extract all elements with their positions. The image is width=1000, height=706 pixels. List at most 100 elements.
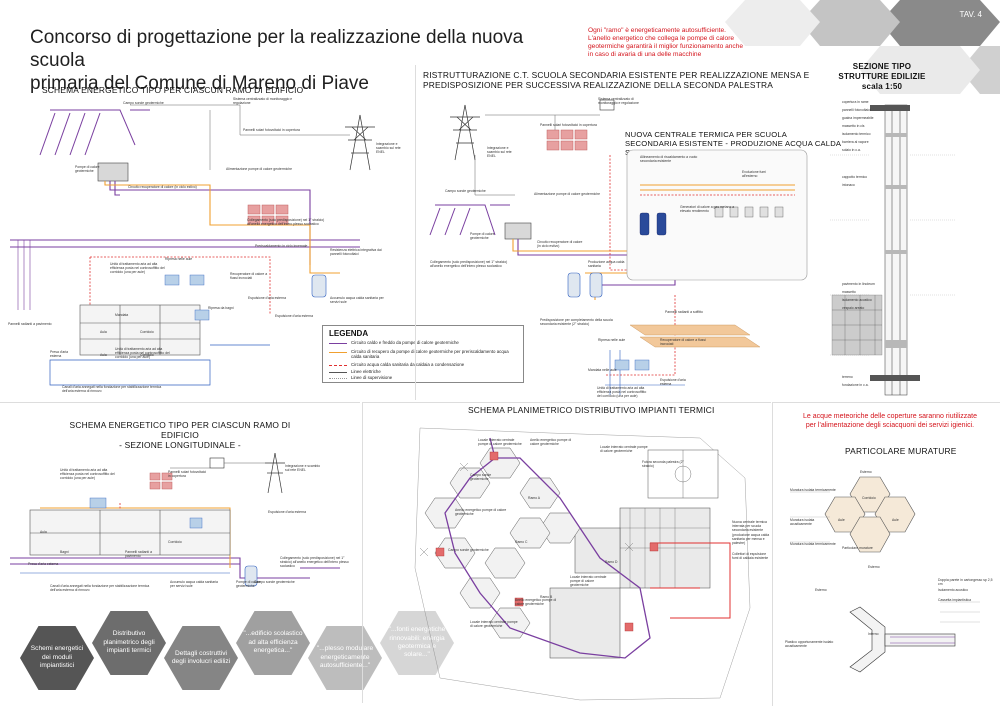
label-ripresa-aule-2: Ripresa nelle aule <box>598 338 626 342</box>
legend-label: Linee di supervisione <box>351 375 393 380</box>
label-aule-1: Aule <box>838 518 845 522</box>
label-cassetta: Cassetta impiantistica <box>938 598 971 602</box>
masonry-hex-detail <box>790 476 980 673</box>
label-espulsione-2: Espulsione d'aria esterna <box>275 314 313 318</box>
section-label: massetto in cls <box>842 124 865 128</box>
note-line: Ogni "ramo" è energeticamente autosuffic… <box>588 27 726 34</box>
label-muratura-1: Muratura isolata termicamente <box>790 488 836 492</box>
label-locale-interrato-3: Locale interrato centrale pompe di calor… <box>470 620 518 629</box>
note-line: geotermiche garantirà il miglior funzion… <box>588 43 744 50</box>
label-particolare-murature: Particolare murature <box>842 546 873 550</box>
rainwater-note: Le acque meteoriche delle coperture sara… <box>785 412 995 430</box>
label-unita-trattamento-2: Unità di trattamento aria ad alta effici… <box>115 347 170 360</box>
label-campo-sonde-2: Campo sonde geotermiche <box>445 189 486 193</box>
title-line-2: primaria del Comune di Mareno di Piave <box>30 73 369 94</box>
label-unita-trattamento-4: Unità di trattamento aria ad alta effici… <box>60 468 115 481</box>
label-doppia-parete: Doppia parete in cartongesso sp 2,5 cm <box>938 578 993 587</box>
label-produzione-acqua: Produzione acqua calda sanitaria <box>588 260 625 269</box>
section-heading-sezione-longitudinale: SCHEMA ENERGETICO TIPO PER CIASCUN RAMO … <box>50 420 310 450</box>
power-pylon-icon <box>265 452 285 494</box>
heading-line: SECONDARIA ESISTENTE - PRODUZIONE ACQUA … <box>625 139 842 148</box>
label-futura-palestra: Futura seconda palestra (2° stralcio) <box>642 460 684 469</box>
section-heading-ristrutturazione-1: RISTRUTTURAZIONE C.T. SCUOLA SECONDARIA … <box>423 70 810 80</box>
legend-row: Circuito caldo e freddo da pompe di calo… <box>329 340 519 348</box>
label-plastico: Plastico opportunamente isolato acustica… <box>785 640 834 649</box>
label-accumulo: Accumulo acqua calda sanitaria per servi… <box>330 296 384 305</box>
heading-line: SEZIONE TIPO <box>852 62 912 71</box>
label-pompa-calore: Pompe di calore geotermiche <box>75 165 100 174</box>
label-campo-sonde: Campo sonde geotermiche <box>123 101 164 105</box>
label-integrazione-enel-3: Integrazione e scambio sul rete ENEL <box>285 464 321 473</box>
label-ramo-a: Ramo A <box>528 496 541 500</box>
hex-tile-text: "...plesso modulare energeticamente auto… <box>316 645 374 670</box>
monitor-icon <box>209 457 225 469</box>
label-esterno: Esterno <box>860 470 872 474</box>
hex-tile-text: Schemi energetici dei moduli impiantisti… <box>30 645 84 670</box>
label-pannelli-radianti-2: Pannelli radianti a pavimento <box>125 550 152 559</box>
label-corridoio-m: Corridoio <box>862 496 876 500</box>
heading-line: scala 1:50 <box>861 82 903 91</box>
label-recuperatore: Recuperatore di calore a flussi incrocia… <box>230 272 268 281</box>
label-aula-3: Aula <box>40 530 47 534</box>
label-esterno-3: Esterno <box>815 588 827 592</box>
ristrutturazione-panel <box>415 65 816 400</box>
label-circuito-recuperatore-2: Circuito recuperatore di calore (in cicl… <box>537 240 583 249</box>
section-label: massetto <box>842 290 856 294</box>
section-label: intonaco <box>842 183 855 187</box>
label-espulsione-3: Espulsione d'aria esterna <box>660 378 686 387</box>
label-interno: Interno <box>868 632 879 636</box>
label-pannelli-soffitto: Pannelli radianti a soffitto <box>665 310 703 314</box>
label-ripresa-bagni: Ripresa da bagni <box>208 306 234 310</box>
label-ripresa-aule: Ripresa nelle aule <box>165 257 193 261</box>
label-alimentazione-pompe-2: Alimentazione pompe di calore geotermich… <box>534 192 600 196</box>
label-locale-interrato-2: Locale interrato centrale pompe di calor… <box>600 445 648 454</box>
note-line: per l'alimentazione degli sciacquoni dei… <box>805 422 975 429</box>
hot-water-tank <box>244 565 258 587</box>
geothermal-probe-field <box>39 109 150 156</box>
label-collegamento-2: Collegamento (solo predisposizione) nel … <box>430 260 508 269</box>
label-canali-aria-2: Canali d'aria annegati nella fondazione … <box>50 584 150 593</box>
label-pannelli-radianti: Pannelli radianti a pavimento <box>8 322 52 326</box>
school-building-section <box>79 304 201 356</box>
boiler-room-diagram <box>429 99 808 395</box>
label-aula: Aula <box>100 330 107 334</box>
label-campo-sonde-5: Campo sonde geotermiche <box>448 548 489 552</box>
label-collegamento: Collegamento (solo predisposizione) nel … <box>247 218 325 227</box>
heading-line: STRUTTURE EDILIZIE <box>838 72 926 81</box>
longitudinal-panel <box>0 402 360 706</box>
label-pannelli-solari: Pannelli solari fotovoltaici in copertur… <box>243 128 300 132</box>
legend-swatch-red <box>329 365 347 366</box>
legend-label: Circuito di recupero da pompe di calore … <box>351 349 509 359</box>
legend-swatch-purple <box>329 343 347 344</box>
section-heading-planimetrico: SCHEMA PLANIMETRICO DISTRIBUTIVO IMPIANT… <box>468 405 715 415</box>
heat-pump-box <box>97 162 129 182</box>
heading-line: NUOVA CENTRALE TERMICA PER SCUOLA <box>625 130 788 139</box>
label-evoluzione: Evoluzione fumi all'esterno <box>742 170 766 179</box>
monitor-icon <box>599 99 615 111</box>
label-isolamento-acustico: Isolamento acustico <box>938 588 968 592</box>
masonry-detail-panel <box>772 402 1000 706</box>
legend-row: Linee elettriche <box>329 369 519 377</box>
site-plan-drawing <box>414 427 751 701</box>
label-pannelli-solari-2: Pannelli solari fotovoltaici in copertur… <box>540 123 597 127</box>
note-line: in caso di avaria di una delle macchine <box>588 51 702 58</box>
label-bagni: Bagni <box>60 550 69 554</box>
hex-tile-text: "...edificio scolastico ad alta efficien… <box>243 630 303 655</box>
label-preriscaldamento: Preriscaldamento in ciclo invernale <box>255 244 308 248</box>
legend-swatch-dotted <box>329 378 347 379</box>
site-plan-panel <box>362 402 771 703</box>
hex-tile: "...edificio scolastico ad alta efficien… <box>236 611 310 675</box>
section-heading-sezione-tipo: SEZIONE TIPO STRUTTURE EDILIZIE scala 1:… <box>832 62 932 92</box>
section-label: barriera al vapore <box>842 140 869 144</box>
section-label: cappotto termico <box>842 175 868 179</box>
legend-swatch-grey <box>329 372 347 373</box>
label-generatori: Generatori di calore a gas metano a elev… <box>680 205 735 214</box>
label-esterno-2: Esterno <box>868 565 880 569</box>
section-label: solaio in c.a. <box>842 148 861 152</box>
label-accumulo-2: Accumulo acqua calda sanitaria per servi… <box>170 580 218 589</box>
hot-water-tank <box>589 272 603 298</box>
label-muratura-3: Muratura isolata termicamente <box>790 542 836 546</box>
hex-tile: "...fonti energetiche rinnovabili: energ… <box>380 611 454 675</box>
hex-tile: Distributivo planimetrico degli impianti… <box>92 611 166 675</box>
section-label: guaina impermeabile <box>842 116 874 120</box>
